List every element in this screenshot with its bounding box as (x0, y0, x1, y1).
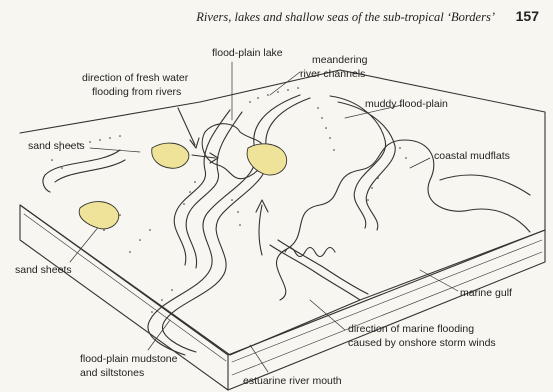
label-fresh-water-1: direction of fresh water (82, 72, 189, 84)
sand-sheet-1 (152, 143, 189, 168)
label-river-channels: river channels (300, 68, 365, 80)
label-fresh-water-2: flooding from rivers (92, 86, 181, 98)
label-muddy-flood-plain: muddy flood-plain (365, 98, 448, 110)
marine-flooding-arrow (259, 205, 262, 255)
sand-sheet-3 (79, 202, 119, 229)
fresh-water-arrow (192, 155, 215, 158)
label-coastal-mudflats: coastal mudflats (434, 150, 510, 162)
label-sand-sheets-lower: sand sheets (15, 264, 72, 276)
block-right-face (228, 230, 545, 390)
label-estuarine-river-mouth: estuarine river mouth (243, 375, 342, 387)
sand-sheet-2 (247, 144, 287, 175)
label-sand-sheets-upper: sand sheets (28, 140, 85, 152)
label-marine-flooding-1: direction of marine flooding (348, 323, 474, 335)
river-channel-1 (148, 95, 300, 355)
label-mudstone-1: flood-plain mudstone (80, 353, 178, 365)
river-channel-3 (43, 150, 120, 192)
label-mudstone-2: and siltstones (80, 367, 144, 379)
storm-channel (270, 245, 360, 300)
label-meandering: meandering (312, 54, 368, 66)
river-channel-2 (174, 110, 230, 265)
label-flood-plain-lake: flood-plain lake (212, 47, 283, 59)
marine-gulf-outline (276, 140, 530, 300)
label-marine-flooding-2: caused by onshore storm winds (348, 337, 496, 349)
bank-stipple (51, 87, 407, 313)
label-marine-gulf: marine gulf (460, 287, 512, 299)
river-channel-4 (330, 96, 386, 228)
